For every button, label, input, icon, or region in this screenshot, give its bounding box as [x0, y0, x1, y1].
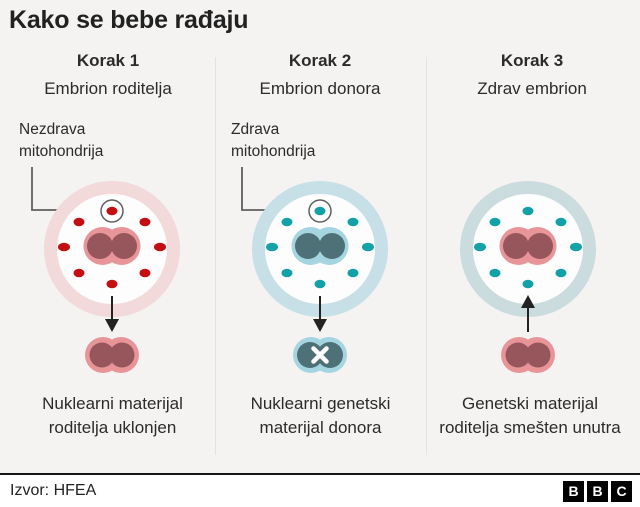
donor-embryo-cell: [241, 167, 388, 373]
donor-nucleus: [291, 227, 349, 265]
down-arrow-icon: [105, 296, 119, 332]
footer: Izvor: HFEA B B C: [0, 473, 640, 507]
step-1-caption: Nuklearni materijal roditelja uklonjen: [42, 394, 183, 438]
discarded-donor-nucleus: [293, 337, 347, 373]
x-mark-icon: [311, 346, 329, 364]
step-3-subtitle: Zdrav embrion: [477, 79, 587, 98]
parent-nucleus: [83, 227, 141, 265]
step-3-heading: Korak 3: [500, 51, 564, 70]
unhealthy-mitochondria-label: Nezdrava mitohondrija: [19, 121, 104, 160]
column-divider-1: [215, 57, 216, 455]
down-arrow-icon: [313, 296, 327, 332]
bbc-logo: B B C: [563, 480, 632, 502]
step-3-caption: Genetski materijal roditelja smešten unu…: [439, 394, 621, 438]
cells-diagram: [31, 167, 596, 373]
healthy-mitochondria-dots: [474, 206, 582, 289]
parent-nucleus-inside: [499, 227, 557, 265]
unhealthy-mitochondria-dots: [58, 206, 166, 289]
page-title: Kako se bebe rađaju: [9, 6, 249, 34]
bbc-logo-block: B: [587, 480, 608, 502]
healthy-mitochondria-label: Zdrava mitohondrija: [231, 121, 316, 160]
step-2-caption: Nuklearni genetski materijal donora: [250, 394, 391, 438]
step-2-heading: Korak 2: [288, 51, 352, 70]
column-divider-2: [426, 57, 427, 455]
healthy-embryo-cell: [460, 181, 596, 373]
source-credit: Izvor: HFEA: [10, 482, 97, 499]
parent-embryo-cell: [31, 167, 180, 373]
healthy-mitochondria-dots: [266, 206, 374, 289]
bbc-logo-block: B: [563, 480, 584, 502]
step-1-heading: Korak 1: [76, 51, 140, 70]
removed-parent-nucleus: [85, 337, 139, 373]
step-1-subtitle: Embrion roditelja: [44, 79, 172, 98]
inserted-parent-nucleus: [501, 337, 555, 373]
step-2-subtitle: Embrion donora: [259, 79, 381, 98]
up-arrow-icon: [521, 295, 535, 332]
bbc-logo-block: C: [611, 480, 632, 502]
